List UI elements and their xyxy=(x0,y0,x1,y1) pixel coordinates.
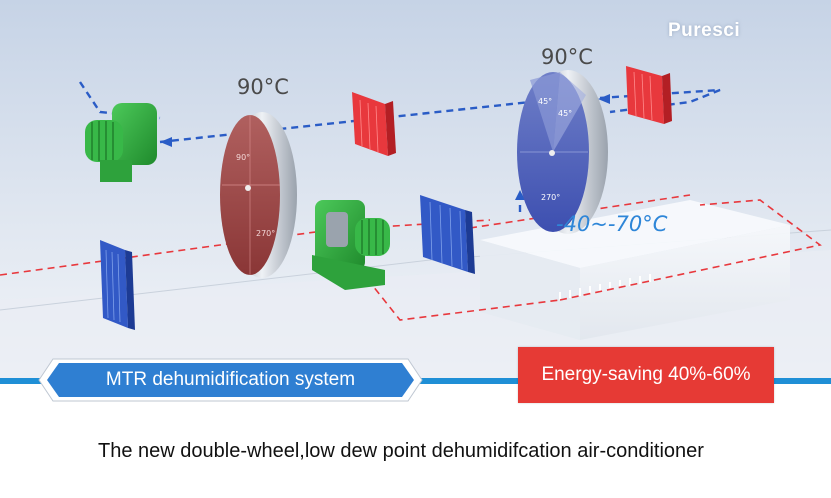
energy-saving-badge: Energy-saving 40%-60% xyxy=(518,347,774,403)
brand-logo: Puresci xyxy=(668,20,741,41)
right-fan xyxy=(312,200,390,290)
right-wheel-mark-3: 270° xyxy=(541,193,560,202)
left-wheel-temperature: 90°C xyxy=(237,75,289,99)
flow-arrows xyxy=(160,94,610,200)
left-wheel-mark-bottom: 270° xyxy=(256,229,275,238)
caption: The new double-wheel,low dew point dehum… xyxy=(98,440,704,462)
air-handler-box xyxy=(480,200,790,340)
left-wheel-mark-top: 90° xyxy=(236,153,250,162)
left-blue-filter xyxy=(100,240,135,330)
right-wheel-mark-1: 45° xyxy=(538,97,552,106)
right-wheel-temperature: 90°C xyxy=(541,45,593,69)
middle-blue-filter xyxy=(420,195,475,274)
right-wheel-mark-2: 45° xyxy=(558,109,572,118)
dew-point-range: -40~-70°C xyxy=(556,212,668,236)
right-desiccant-wheel xyxy=(517,70,608,234)
left-desiccant-wheel xyxy=(220,112,297,278)
left-fan xyxy=(85,103,157,182)
system-illustration: 90° 270° 45° 45° 270° xyxy=(0,0,831,378)
left-heater xyxy=(352,92,396,156)
right-heater xyxy=(626,66,672,124)
system-badge-shape xyxy=(38,358,423,402)
system-label: MTR dehumidification system xyxy=(105,369,356,390)
